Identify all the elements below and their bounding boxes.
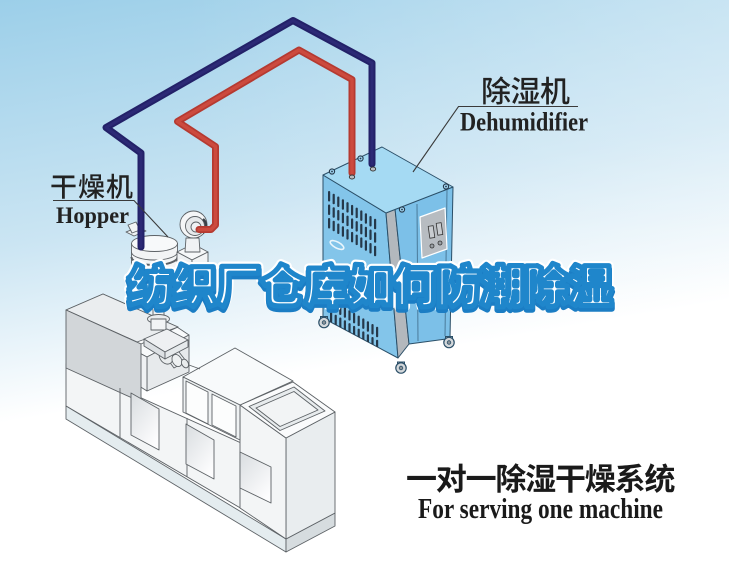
svg-text:For serving one machine: For serving one machine (418, 494, 663, 525)
svg-text:Dehumidifier: Dehumidifier (460, 108, 588, 137)
svg-text:Hopper: Hopper (56, 203, 129, 228)
